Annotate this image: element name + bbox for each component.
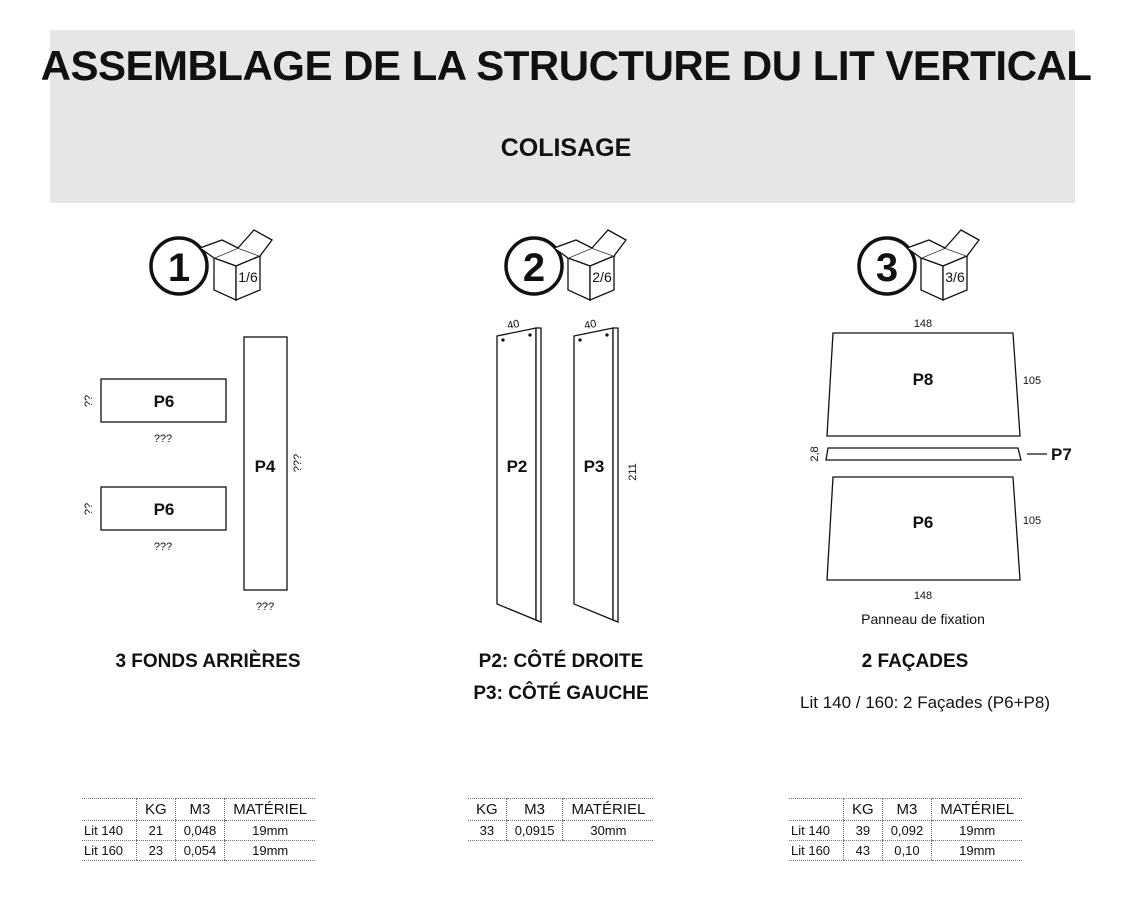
package-number: 1 <box>168 246 190 290</box>
table-cell: 0,054 <box>174 840 225 861</box>
table-header-cell: MATÉRIEL <box>224 798 316 821</box>
table-cell: 21 <box>136 820 176 841</box>
table-cell: 19mm <box>931 820 1023 841</box>
dimension-label: 148 <box>914 590 932 602</box>
table-cell: 33 <box>468 820 507 841</box>
package-2-badge: 2 2/6 <box>504 229 627 302</box>
table-cell: 0,0915 <box>505 820 563 841</box>
table-cell: 0,10 <box>881 840 932 861</box>
table-cell: 23 <box>136 840 176 861</box>
table-cell: Lit 160 <box>789 840 844 861</box>
table-header-cell: M3 <box>881 798 932 821</box>
dimension-label: 105 <box>1023 515 1041 527</box>
box-icon <box>198 229 273 302</box>
package-number: 3 <box>876 246 898 290</box>
panel-p6 <box>826 476 1021 581</box>
package-3-caption: 2 FAÇADES <box>861 651 969 672</box>
dimension-label: 211 <box>627 463 639 481</box>
package-3-panels: 148 P8 105 2,8 P7 P6 105 148 Panneau de … <box>809 318 1072 627</box>
table-header-cell: MATÉRIEL <box>931 798 1023 821</box>
panel-label: P6 <box>154 500 175 519</box>
table-cell: 0,048 <box>174 820 225 841</box>
table-header-cell: MATÉRIEL <box>562 798 654 821</box>
package-2-spec-table: KG M3 MATÉRIEL 33 0,0915 30mm <box>468 798 654 841</box>
section-subtitle: COLISAGE <box>500 134 632 162</box>
package-2-caption-line1: P2: CÔTÉ DROITE <box>478 651 644 672</box>
table-cell: 0,092 <box>881 820 932 841</box>
dimension-label: ??? <box>292 454 304 472</box>
dimension-label: ??? <box>154 433 172 445</box>
table-header-cell: KG <box>468 798 507 821</box>
fixation-panel-label: Panneau de fixation <box>861 611 985 627</box>
table-cell: 43 <box>843 840 883 861</box>
dimension-label: 148 <box>914 318 932 330</box>
dimension-label: 105 <box>1023 375 1041 387</box>
panel-label: P3 <box>584 457 605 476</box>
panel-label: P7 <box>1051 445 1072 464</box>
package-number-circle <box>504 236 564 296</box>
table-row: 33 0,0915 30mm <box>468 820 654 841</box>
package-1-spec-table: KG M3 MATÉRIEL Lit 140 21 0,048 19mm Lit… <box>82 798 316 861</box>
table-header-cell: M3 <box>174 798 225 821</box>
panel-label: P6 <box>913 513 934 532</box>
dimension-label: ??? <box>256 601 274 613</box>
dimension-label: ??? <box>154 541 172 553</box>
page-title: ASSEMBLAGE DE LA STRUCTURE DU LIT VERTIC… <box>40 42 1092 89</box>
box-label: 1/6 <box>238 269 258 285</box>
table-row: Lit 160 23 0,054 19mm <box>82 840 316 861</box>
table-header-cell: M3 <box>505 798 563 821</box>
package-2-caption-line2: P3: CÔTÉ GAUCHE <box>473 683 649 704</box>
panel-label: P4 <box>255 457 276 476</box>
table-header-row: KG M3 MATÉRIEL <box>82 798 316 821</box>
table-row: Lit 140 39 0,092 19mm <box>789 820 1023 841</box>
package-1-panels: P6 ?? ??? P6 ?? ??? P4 ??? ??? <box>83 336 304 613</box>
package-1-caption: 3 FONDS ARRIÈRES <box>115 651 301 672</box>
dimension-label: ?? <box>83 395 95 407</box>
panel-p6-top <box>100 378 227 423</box>
dimension-label: ?? <box>83 503 95 515</box>
package-3-badge: 3 3/6 <box>857 229 980 302</box>
panel-label: P8 <box>913 370 934 389</box>
table-header-row: KG M3 MATÉRIEL <box>789 798 1023 821</box>
box-icon <box>905 229 980 302</box>
package-number: 2 <box>523 246 545 290</box>
table-row: Lit 140 21 0,048 19mm <box>82 820 316 841</box>
table-header-cell <box>789 798 844 821</box>
package-3-note: Lit 140 / 160: 2 Façades (P6+P8) <box>800 693 1050 712</box>
box-icon <box>552 229 627 302</box>
package-number-circle <box>149 236 209 296</box>
box-label: 3/6 <box>945 269 965 285</box>
table-cell: 19mm <box>931 840 1023 861</box>
table-cell: 19mm <box>224 820 316 841</box>
package-3-spec-table: KG M3 MATÉRIEL Lit 140 39 0,092 19mm Lit… <box>789 798 1023 861</box>
table-header-cell: KG <box>136 798 176 821</box>
table-cell: 19mm <box>224 840 316 861</box>
table-cell: Lit 140 <box>789 820 844 841</box>
panel-p8 <box>826 332 1021 437</box>
dimension-label: 40 <box>583 318 597 332</box>
table-header-cell: KG <box>843 798 883 821</box>
panel-label: P2 <box>507 457 528 476</box>
table-cell: Lit 140 <box>82 820 137 841</box>
box-label: 2/6 <box>592 269 612 285</box>
dimension-label: 2,8 <box>809 446 821 461</box>
panel-label: P6 <box>154 392 175 411</box>
table-header-row: KG M3 MATÉRIEL <box>468 798 654 821</box>
table-cell: 39 <box>843 820 883 841</box>
table-row: Lit 160 43 0,10 19mm <box>789 840 1023 861</box>
panel-p7 <box>825 447 1022 461</box>
panel-p4 <box>243 336 288 591</box>
table-cell: 30mm <box>562 820 654 841</box>
package-1-badge: 1 1/6 <box>149 229 273 302</box>
header-band <box>50 30 1075 203</box>
table-cell: Lit 160 <box>82 840 137 861</box>
panel-p6-bottom <box>100 486 227 531</box>
dimension-label: 40 <box>506 318 520 332</box>
package-number-circle <box>857 236 917 296</box>
table-header-cell <box>82 798 137 821</box>
package-2-panels: P2 40 P3 40 211 <box>496 318 639 623</box>
